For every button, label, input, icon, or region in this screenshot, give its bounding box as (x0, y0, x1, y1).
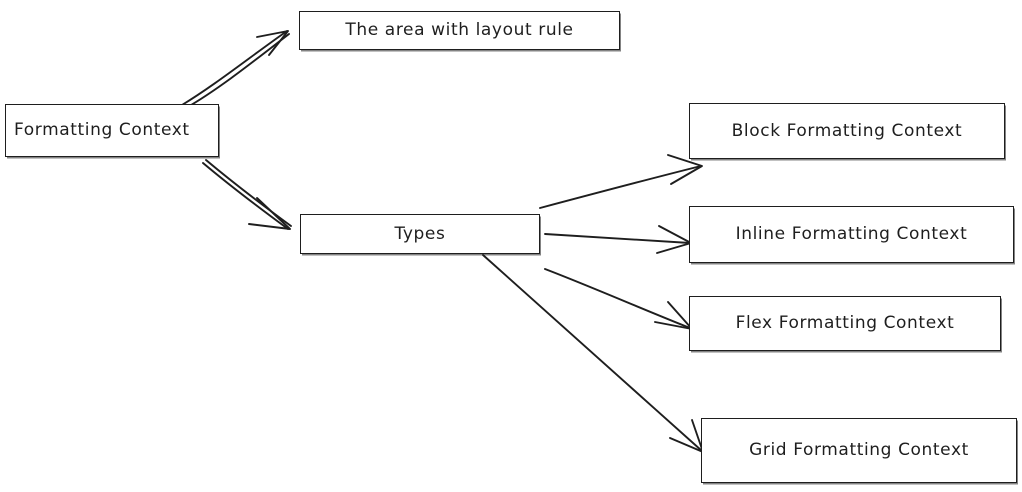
node-flex-formatting-context[interactable]: Flex Formatting Context (689, 296, 1001, 351)
node-inline-formatting-context[interactable]: Inline Formatting Context (689, 206, 1014, 263)
edge-types-to-block-fc (539, 154, 703, 209)
edge-types-to-grid-fc (482, 254, 704, 453)
node-label: Types (394, 223, 446, 244)
edge-types-to-inline-fc (544, 225, 692, 254)
node-area-with-layout-rule[interactable]: The area with layout rule (299, 11, 620, 50)
node-label: Block Formatting Context (731, 120, 963, 141)
node-label: Flex Formatting Context (735, 313, 955, 334)
edge-types-to-flex-fc (544, 268, 693, 330)
node-block-formatting-context[interactable]: Block Formatting Context (689, 103, 1005, 159)
node-label: The area with layout rule (345, 20, 574, 41)
edge-formatting-context-to-types (202, 159, 292, 230)
node-label: Grid Formatting Context (749, 440, 969, 461)
node-grid-formatting-context[interactable]: Grid Formatting Context (701, 418, 1017, 483)
node-formatting-context[interactable]: Formatting Context (5, 104, 219, 157)
edge-formatting-context-to-area-rule (181, 30, 290, 109)
node-label: Inline Formatting Context (735, 224, 968, 245)
node-label: Formatting Context (14, 120, 190, 141)
node-types[interactable]: Types (300, 214, 540, 254)
